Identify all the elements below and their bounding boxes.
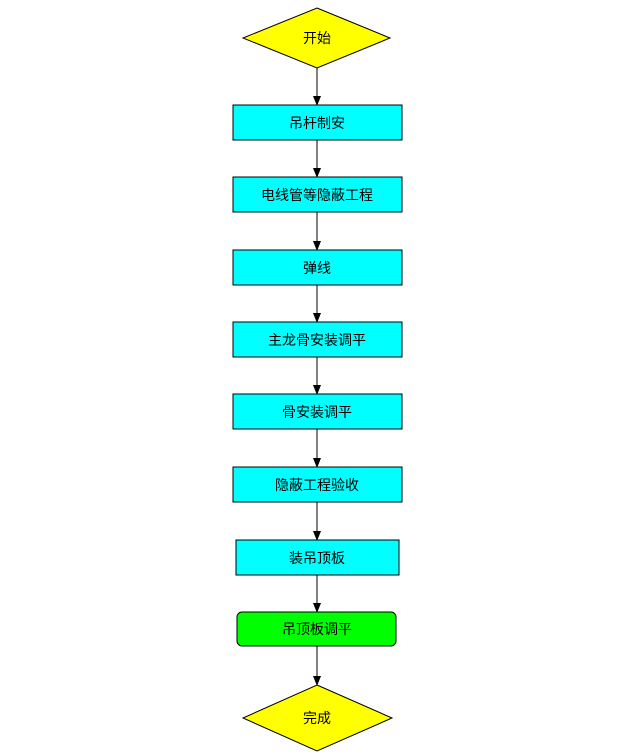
node-step2-label: 电线管等隐蔽工程 bbox=[261, 187, 373, 204]
node-step7-label: 装吊顶板 bbox=[289, 551, 345, 567]
node-step5[interactable]: 骨安装调平 bbox=[232, 393, 403, 430]
node-step2[interactable]: 电线管等隐蔽工程 bbox=[232, 176, 403, 213]
node-step4-label: 主龙骨安装调平 bbox=[268, 333, 366, 349]
node-end[interactable]: 完成 bbox=[241, 684, 394, 752]
node-step6[interactable]: 隐蔽工程验收 bbox=[232, 466, 403, 503]
node-step3[interactable]: 弹线 bbox=[232, 249, 403, 286]
node-step1-label: 吊杆制安 bbox=[289, 116, 345, 132]
node-step5-label: 骨安装调平 bbox=[282, 405, 352, 421]
node-start[interactable]: 开始 bbox=[241, 7, 392, 69]
node-step6-label: 隐蔽工程验收 bbox=[275, 478, 359, 494]
node-step4[interactable]: 主龙骨安装调平 bbox=[232, 321, 403, 358]
node-step1[interactable]: 吊杆制安 bbox=[232, 104, 403, 141]
node-end-label: 完成 bbox=[303, 711, 331, 727]
node-step8[interactable]: 吊顶板调平 bbox=[236, 611, 397, 647]
node-step3-label: 弹线 bbox=[303, 261, 331, 277]
node-step7[interactable]: 装吊顶板 bbox=[235, 539, 400, 576]
node-start-label: 开始 bbox=[303, 31, 331, 47]
node-step8-label: 吊顶板调平 bbox=[282, 622, 352, 638]
